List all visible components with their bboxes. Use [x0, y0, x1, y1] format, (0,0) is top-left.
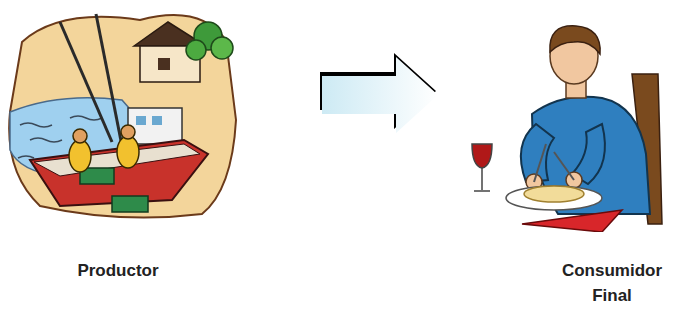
boat-mast	[96, 14, 122, 146]
fisherman	[117, 136, 139, 168]
illustration-node: Productor	[0, 0, 322, 310]
node-label: Productor	[0, 258, 236, 283]
knife	[554, 152, 574, 180]
glass-base	[474, 190, 490, 192]
fisherman-head	[73, 129, 87, 143]
wine-glass	[472, 144, 492, 168]
arrow-body	[322, 57, 438, 133]
cabin-window	[152, 116, 162, 125]
fork	[534, 144, 546, 182]
tree	[211, 37, 233, 59]
block-arrow	[320, 53, 438, 133]
illustration-node: Consumidor Final	[438, 0, 676, 310]
node-caption: Productor	[0, 258, 236, 283]
node-label: Consumidor Final	[548, 258, 676, 308]
land-shape	[9, 15, 236, 217]
glass-stem	[481, 168, 483, 190]
arm	[521, 124, 554, 182]
fish-crate	[112, 196, 148, 212]
tree	[186, 40, 206, 60]
cabin-window	[136, 116, 146, 125]
plate	[506, 186, 602, 210]
node-caption: Consumidor Final	[548, 258, 676, 308]
fisherman-head	[121, 125, 135, 139]
napkin	[522, 210, 622, 232]
hair	[550, 26, 600, 54]
boat-mast	[60, 22, 112, 142]
diner-illustration	[462, 14, 676, 232]
fishing-boat-illustration	[0, 0, 240, 222]
house-window	[158, 58, 170, 70]
boat-cabin	[128, 108, 182, 144]
pasta	[524, 186, 584, 202]
fisherman	[69, 140, 91, 172]
